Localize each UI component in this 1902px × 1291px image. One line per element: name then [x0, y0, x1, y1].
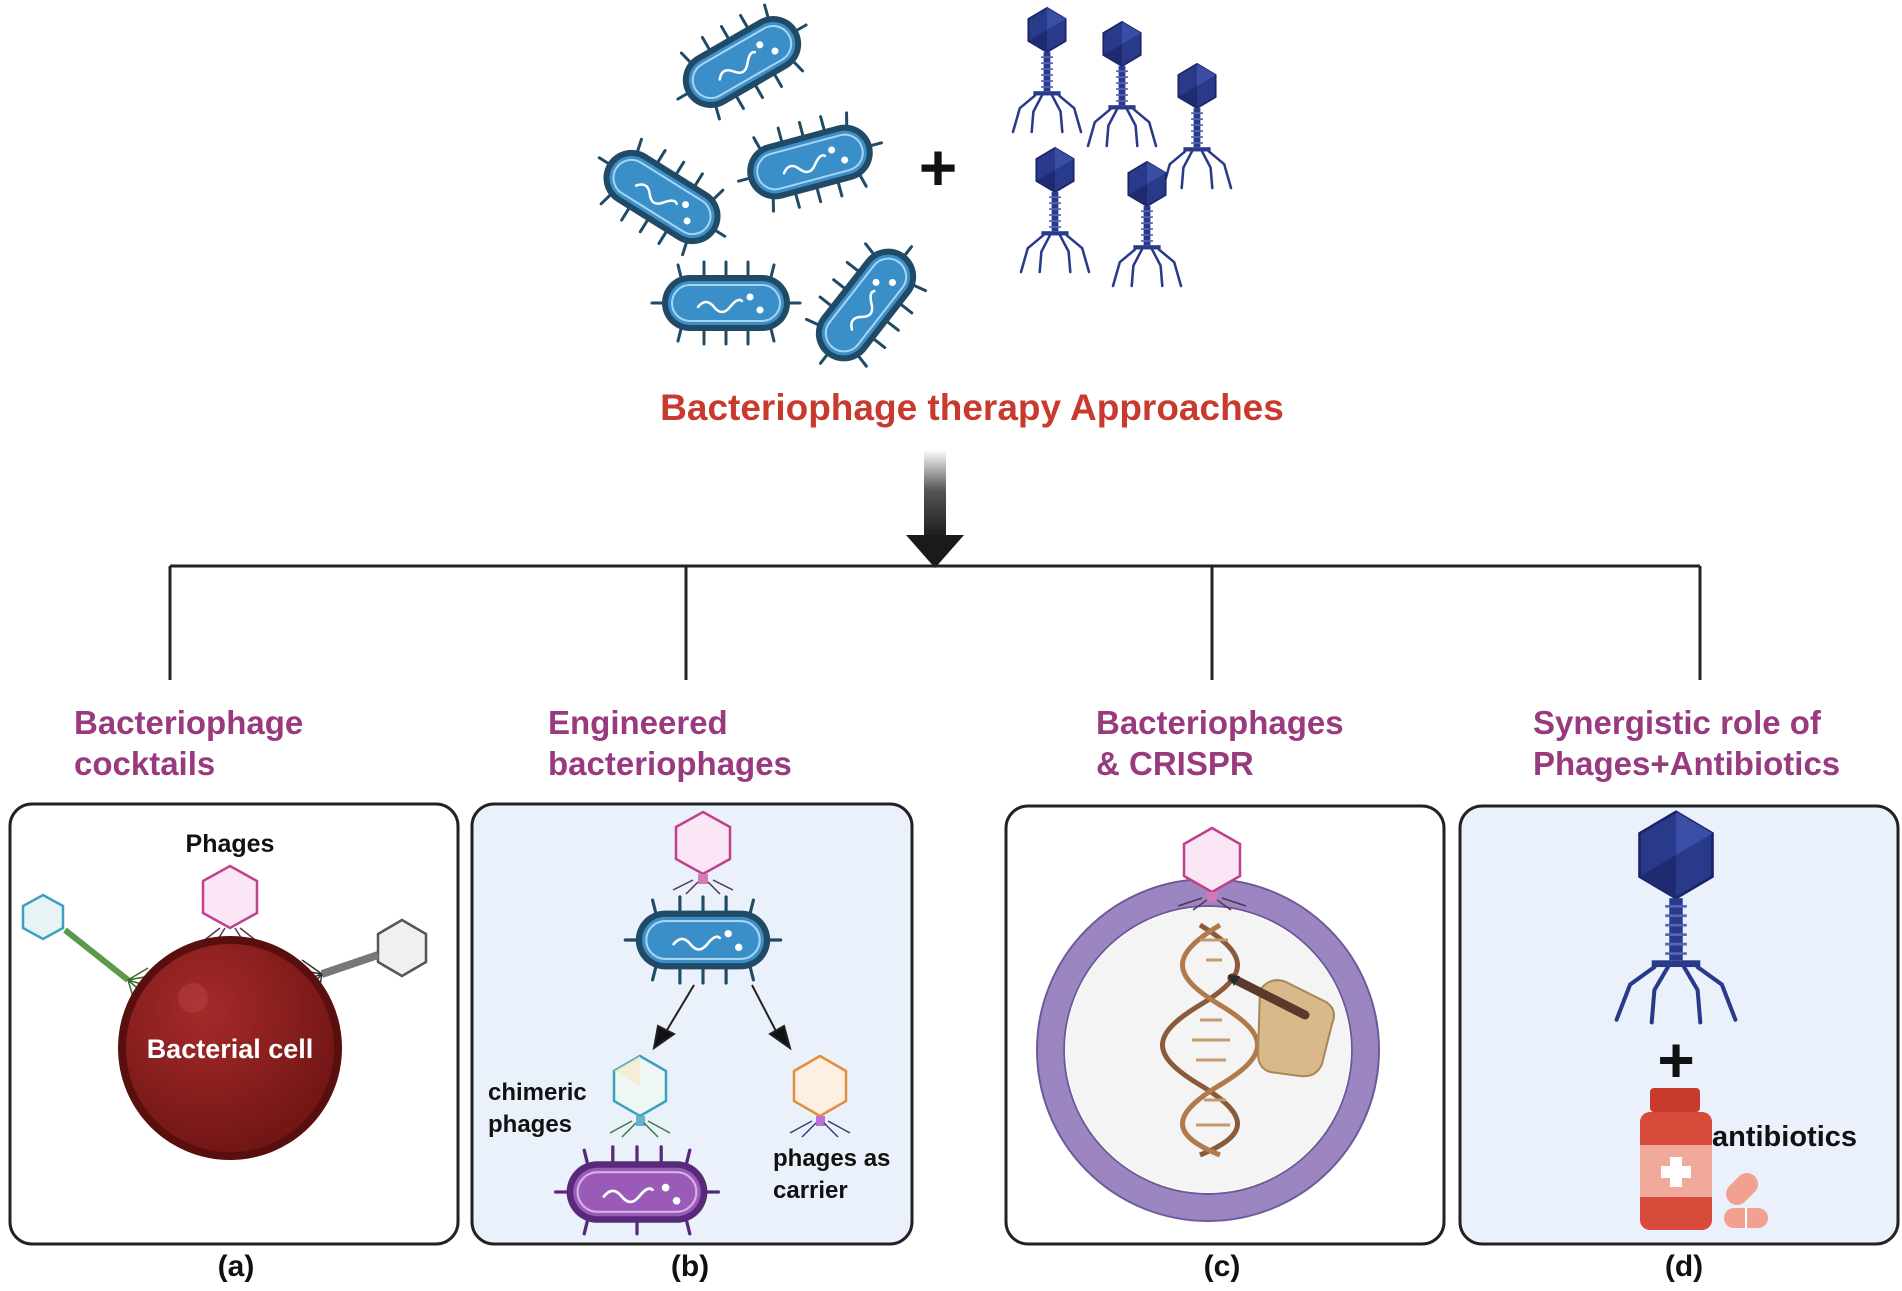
panel-d-heading: Synergistic role of Phages+Antibiotics — [1533, 704, 1840, 782]
phage-icon — [1177, 826, 1247, 911]
phages-as-carrier-label: phages as carrier — [773, 1145, 890, 1204]
phage-icon — [21, 893, 151, 1001]
panel-b: chimeric phages phages as carrier — [470, 802, 914, 1246]
panel-a-caption: (a) — [218, 1250, 255, 1283]
down-arrow-icon — [906, 450, 964, 568]
panel-a-heading: Bacteriophage cocktails — [74, 704, 303, 782]
carrier-phage-icon — [789, 1054, 851, 1138]
svg-text:chimeric: chimeric — [488, 1079, 587, 1106]
svg-text:& CRISPR: & CRISPR — [1096, 745, 1254, 782]
panel-d-caption: (d) — [1665, 1250, 1703, 1283]
bacterium — [650, 260, 802, 346]
phage-icon — [1019, 146, 1091, 274]
main-title: Bacteriophage therapy Approaches — [660, 387, 1284, 428]
pill-icon — [1724, 1173, 1768, 1228]
editing-hand-icon — [1227, 973, 1335, 1078]
bacterial-cell: Bacterial cell — [118, 936, 342, 1160]
svg-text:phages as: phages as — [773, 1145, 890, 1172]
medicine-bottle-icon — [1640, 1088, 1712, 1230]
chimeric-phage-icon — [609, 1054, 671, 1138]
bacteria-cluster — [576, 0, 946, 391]
bacterium — [576, 121, 748, 273]
phage-icon — [1161, 62, 1233, 190]
svg-text:Synergistic role of: Synergistic role of — [1533, 704, 1822, 741]
svg-text:Engineered: Engineered — [548, 704, 728, 741]
bacterium — [655, 0, 829, 137]
phage-cluster — [1011, 6, 1233, 288]
phage-icon — [672, 810, 734, 895]
svg-text:bacteriophages: bacteriophages — [548, 745, 792, 782]
phage-icon — [1614, 810, 1738, 1025]
svg-text:cocktails: cocktails — [74, 745, 215, 782]
panel-b-heading: Engineered bacteriophages — [548, 704, 792, 782]
chimeric-phages-label: chimeric phages — [488, 1079, 587, 1138]
target-bacterium — [553, 1145, 721, 1236]
bacterial-cell-label: Bacterial cell — [147, 1034, 314, 1064]
bacterium — [786, 219, 946, 391]
svg-text:phages: phages — [488, 1111, 572, 1138]
phage-icon — [201, 864, 259, 945]
panel-b-caption: (b) — [671, 1250, 709, 1283]
phage-icon — [1111, 160, 1183, 288]
panel-d: + antibiotics — [1458, 804, 1900, 1246]
plus-sign: + — [919, 130, 958, 204]
svg-text:Bacteriophage: Bacteriophage — [74, 704, 303, 741]
panel-a: Phages Bacteri — [8, 802, 460, 1246]
branch-connector — [168, 564, 1702, 680]
bacterium — [726, 101, 894, 223]
phage-icon — [1011, 6, 1083, 134]
plus-sign: + — [1657, 1024, 1694, 1096]
panel-c-caption: (c) — [1204, 1250, 1241, 1283]
svg-text:Bacteriophages: Bacteriophages — [1096, 704, 1344, 741]
antibiotics-label: antibiotics — [1712, 1121, 1857, 1153]
phages-label: Phages — [186, 830, 275, 858]
svg-text:Phages+Antibiotics: Phages+Antibiotics — [1533, 745, 1840, 782]
panel-c-heading: Bacteriophages & CRISPR — [1096, 704, 1344, 782]
phage-icon — [1086, 20, 1158, 148]
svg-text:carrier: carrier — [773, 1177, 848, 1204]
panel-c — [1004, 804, 1446, 1246]
